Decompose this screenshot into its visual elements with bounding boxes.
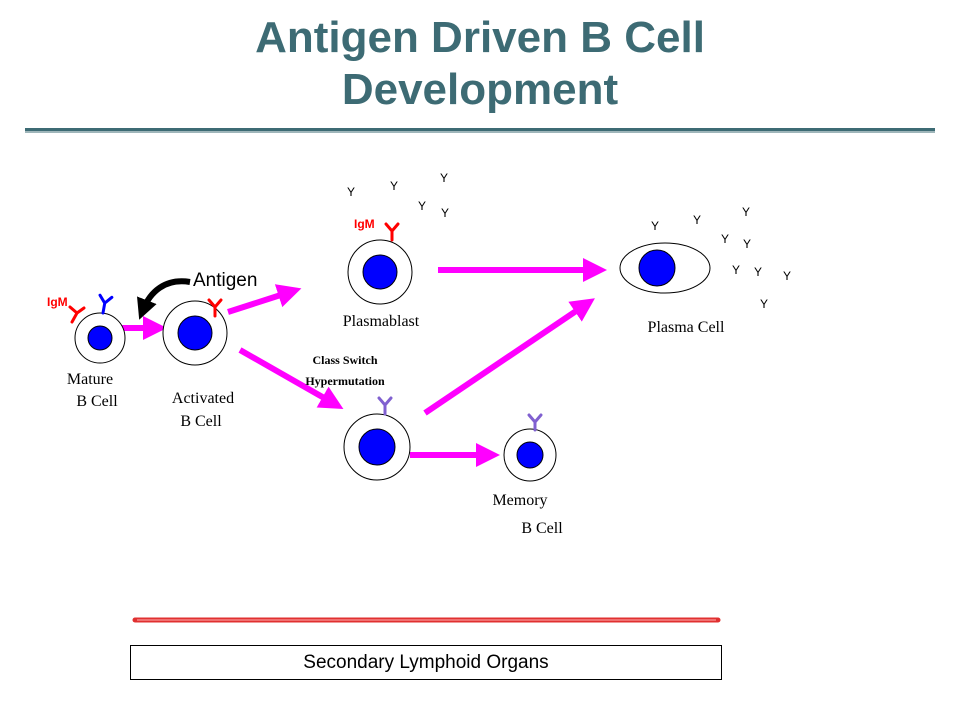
antibody-glyph: Y — [418, 199, 426, 213]
antibody-glyph: Y — [742, 205, 750, 219]
igm-label-plasmablast: IgM — [354, 217, 375, 231]
title-underline — [25, 128, 935, 133]
blue-receptor-mature — [98, 293, 114, 315]
secreted-antibodies-plasma: Y Y Y Y Y Y Y Y Y — [651, 205, 791, 311]
antibody-glyph: Y — [440, 171, 448, 185]
receptor-activated — [207, 298, 223, 318]
activated-label-line2: B Cell — [180, 413, 222, 430]
receptors — [68, 222, 543, 432]
arrow-germinal-to-plasma — [423, 298, 595, 416]
arrow-activated-to-germinal — [238, 347, 344, 409]
plasma-cell-label: Plasma Cell — [648, 319, 725, 336]
secondary-lymphoid-organs-box: Secondary Lymphoid Organs — [130, 645, 722, 680]
antibody-glyph: Y — [390, 179, 398, 193]
antigen-label: Antigen — [193, 270, 257, 291]
plasmablast-cell — [347, 239, 413, 305]
memory-label-line2: B Cell — [521, 520, 563, 537]
antibody-glyph: Y — [651, 219, 659, 233]
plasma-cell — [619, 242, 711, 294]
antibody-glyph: Y — [693, 213, 701, 227]
memory-label-line1: Memory — [492, 492, 547, 509]
title-line-1: Antigen Driven B Cell — [255, 13, 705, 62]
antibody-glyph: Y — [743, 237, 751, 251]
antibody-glyph: Y — [732, 263, 740, 277]
class-switch-label: Class Switch — [312, 353, 377, 367]
switched-receptor-memory — [527, 413, 543, 432]
activated-b-cell — [162, 300, 228, 366]
antigen-arrow — [137, 278, 191, 320]
arrow-activated-to-plasmablast — [227, 284, 302, 315]
igm-label-mature: IgM — [47, 295, 68, 309]
plasmablast-label: Plasmablast — [343, 313, 420, 330]
mature-label-line2: B Cell — [76, 393, 118, 410]
antibody-glyph: Y — [441, 206, 449, 220]
memory-b-cell — [503, 428, 557, 482]
igm-receptor-mature — [68, 305, 86, 324]
activated-label-line1: Activated — [172, 390, 234, 407]
antibody-glyph: Y — [754, 265, 762, 279]
antibody-glyph: Y — [347, 185, 355, 199]
hypermutation-label: Hypermutation — [305, 374, 385, 388]
progression-arrows — [122, 258, 607, 467]
antibody-glyph: Y — [721, 232, 729, 246]
secreted-antibodies-plasmablast: Y Y Y Y Y — [347, 171, 449, 220]
antibody-glyph: Y — [783, 269, 791, 283]
switched-receptor-germinal — [377, 396, 393, 416]
mature-b-cell — [74, 312, 126, 364]
mature-label-line1: Mature — [67, 371, 113, 388]
antibody-glyph: Y — [760, 297, 768, 311]
germinal-center-b-cell — [343, 413, 411, 481]
page-title: Antigen Driven B Cell Development — [0, 12, 960, 116]
title-line-2: Development — [341, 65, 619, 114]
igm-receptor-plasmablast — [384, 222, 400, 242]
